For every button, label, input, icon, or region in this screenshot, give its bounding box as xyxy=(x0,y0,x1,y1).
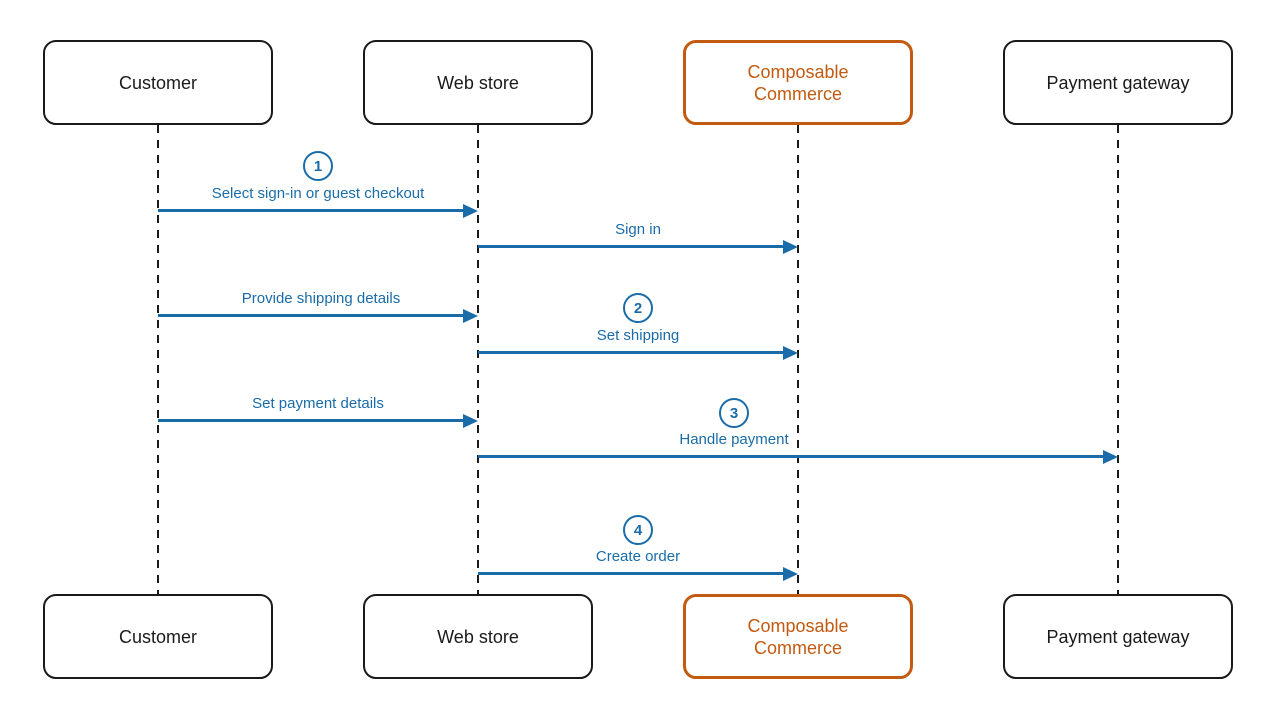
lifeline-composable-commerce xyxy=(797,125,799,594)
actor-payment-gateway-bottom: Payment gateway xyxy=(1003,594,1233,679)
message-arrow-line xyxy=(478,455,1104,458)
actor-label: Web store xyxy=(437,626,519,647)
message-label: Handle payment xyxy=(679,431,789,448)
lifeline-web-store xyxy=(477,125,479,594)
actor-composable-commerce-top: Composable Commerce xyxy=(683,40,913,125)
actor-label: Payment gateway xyxy=(1046,72,1190,93)
message-arrow-line xyxy=(478,572,784,575)
arrowhead-icon xyxy=(783,345,798,360)
arrowhead-icon xyxy=(463,203,478,218)
message-label: Select sign-in or guest checkout xyxy=(211,185,425,202)
actor-label: Composable Commerce xyxy=(747,615,849,658)
message-arrow-line xyxy=(158,209,464,212)
message-label: Create order xyxy=(595,548,681,565)
step-badge-1: 1 xyxy=(303,151,333,181)
actor-web-store-top: Web store xyxy=(363,40,593,125)
step-number: 2 xyxy=(633,299,643,317)
step-number: 4 xyxy=(633,521,643,539)
step-badge-4: 4 xyxy=(623,515,653,545)
step-badge-3: 3 xyxy=(719,398,749,428)
message-arrow-line xyxy=(158,314,464,317)
step-badge-2: 2 xyxy=(623,293,653,323)
message-arrow-line xyxy=(158,419,464,422)
step-number: 3 xyxy=(729,404,739,422)
lifeline-customer xyxy=(157,125,159,594)
arrowhead-icon xyxy=(463,308,478,323)
arrowhead-icon xyxy=(783,566,798,581)
actor-payment-gateway-top: Payment gateway xyxy=(1003,40,1233,125)
message-label: Set shipping xyxy=(596,327,680,344)
arrowhead-icon xyxy=(1103,449,1118,464)
arrowhead-icon xyxy=(463,413,478,428)
message-arrow-line xyxy=(478,351,784,354)
actor-label: Customer xyxy=(118,72,198,93)
message-arrow-line xyxy=(478,245,784,248)
actor-label: Customer xyxy=(118,626,198,647)
message-label: Provide shipping details xyxy=(241,290,401,307)
actor-composable-commerce-bottom: Composable Commerce xyxy=(683,594,913,679)
message-label: Set payment details xyxy=(252,395,384,412)
actor-label: Web store xyxy=(437,72,519,93)
message-label: Sign in xyxy=(615,221,661,238)
actor-label: Payment gateway xyxy=(1046,626,1190,647)
arrowhead-icon xyxy=(783,239,798,254)
actor-label: Composable Commerce xyxy=(747,61,849,104)
step-number: 1 xyxy=(313,157,323,175)
actor-customer-top: Customer xyxy=(43,40,273,125)
actor-web-store-bottom: Web store xyxy=(363,594,593,679)
actor-customer-bottom: Customer xyxy=(43,594,273,679)
lifeline-payment-gateway xyxy=(1117,125,1119,594)
